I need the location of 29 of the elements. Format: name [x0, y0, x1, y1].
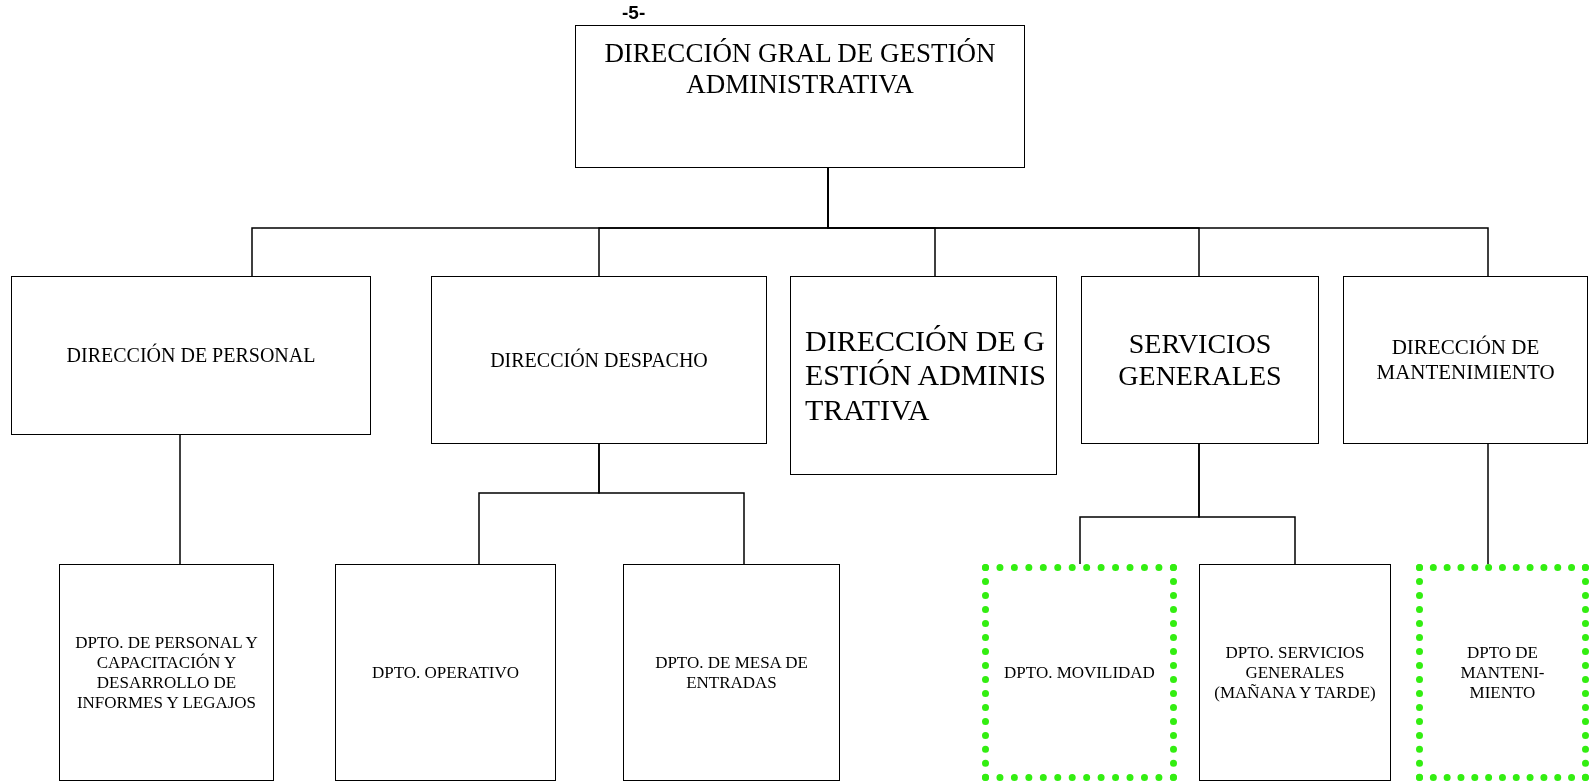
org-box — [575, 25, 1025, 168]
box-label: DPTO. SERVICIOS GENERALES (MAÑANA Y TARDE) — [1213, 642, 1377, 703]
box-label: DPTO. OPERATIVO — [371, 662, 519, 683]
connector-line — [598, 443, 745, 565]
connector-line — [1198, 443, 1296, 565]
box-label: DPTO DE MANTENI- MIENTO — [1459, 642, 1546, 703]
box-label: DIRECCIÓN DESPACHO — [490, 348, 708, 372]
box-label: DIRECCIÓN DE MANTENIMIENTO — [1375, 335, 1556, 385]
org-box — [59, 564, 274, 781]
box-label: DIRECCIÓN GRAL DE GESTIÓN ADMINISTRATIVA — [603, 38, 997, 100]
org-box — [790, 276, 1057, 475]
connector-line — [179, 434, 181, 565]
org-box — [335, 564, 556, 781]
box-label: DPTO. MOVILIDAD — [1004, 662, 1155, 683]
dotted-department-box — [982, 564, 1177, 781]
box-label: SERVICIOS GENERALES — [1117, 328, 1283, 392]
box-label: DPTO. DE MESA DE ENTRADAS — [654, 652, 809, 693]
dotted-department-box — [1416, 564, 1589, 781]
box-label: DIRECCIÓN DE PERSONAL — [66, 344, 316, 367]
page-number: -5- — [622, 2, 646, 24]
org-box — [1081, 276, 1319, 444]
org-box — [431, 276, 767, 444]
box-label: DPTO. DE PERSONAL Y CAPACITACIÓN Y DESARROLLO DE INFORMES Y LEGAJOS — [74, 632, 259, 713]
org-box — [1343, 276, 1588, 444]
org-box — [623, 564, 840, 781]
box-label: DIRECCIÓN DE GESTIÓN ADMINISTRATIVA — [805, 323, 1047, 428]
org-box — [11, 276, 371, 435]
connector-line — [1487, 443, 1489, 565]
org-box — [1199, 564, 1391, 781]
